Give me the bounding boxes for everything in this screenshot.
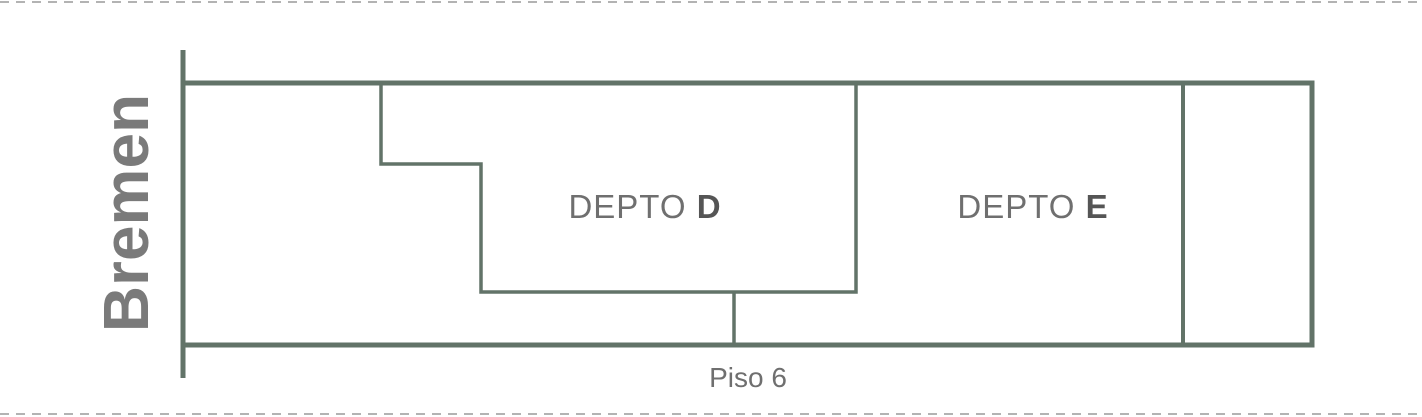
floor-label: Piso 6 — [709, 362, 787, 393]
unit-e-prefix: DEPTO — [957, 188, 1085, 225]
unit-d-label: DEPTO D — [568, 188, 721, 225]
building-outline — [180, 80, 1315, 348]
unit-d-boundary — [379, 83, 858, 294]
unit-e-label: DEPTO E — [957, 188, 1108, 225]
unit-d-prefix: DEPTO — [568, 188, 696, 225]
unit-e-letter: E — [1086, 188, 1109, 225]
unit-d-letter: D — [697, 188, 722, 225]
street-name-label: Bremen — [90, 94, 162, 332]
